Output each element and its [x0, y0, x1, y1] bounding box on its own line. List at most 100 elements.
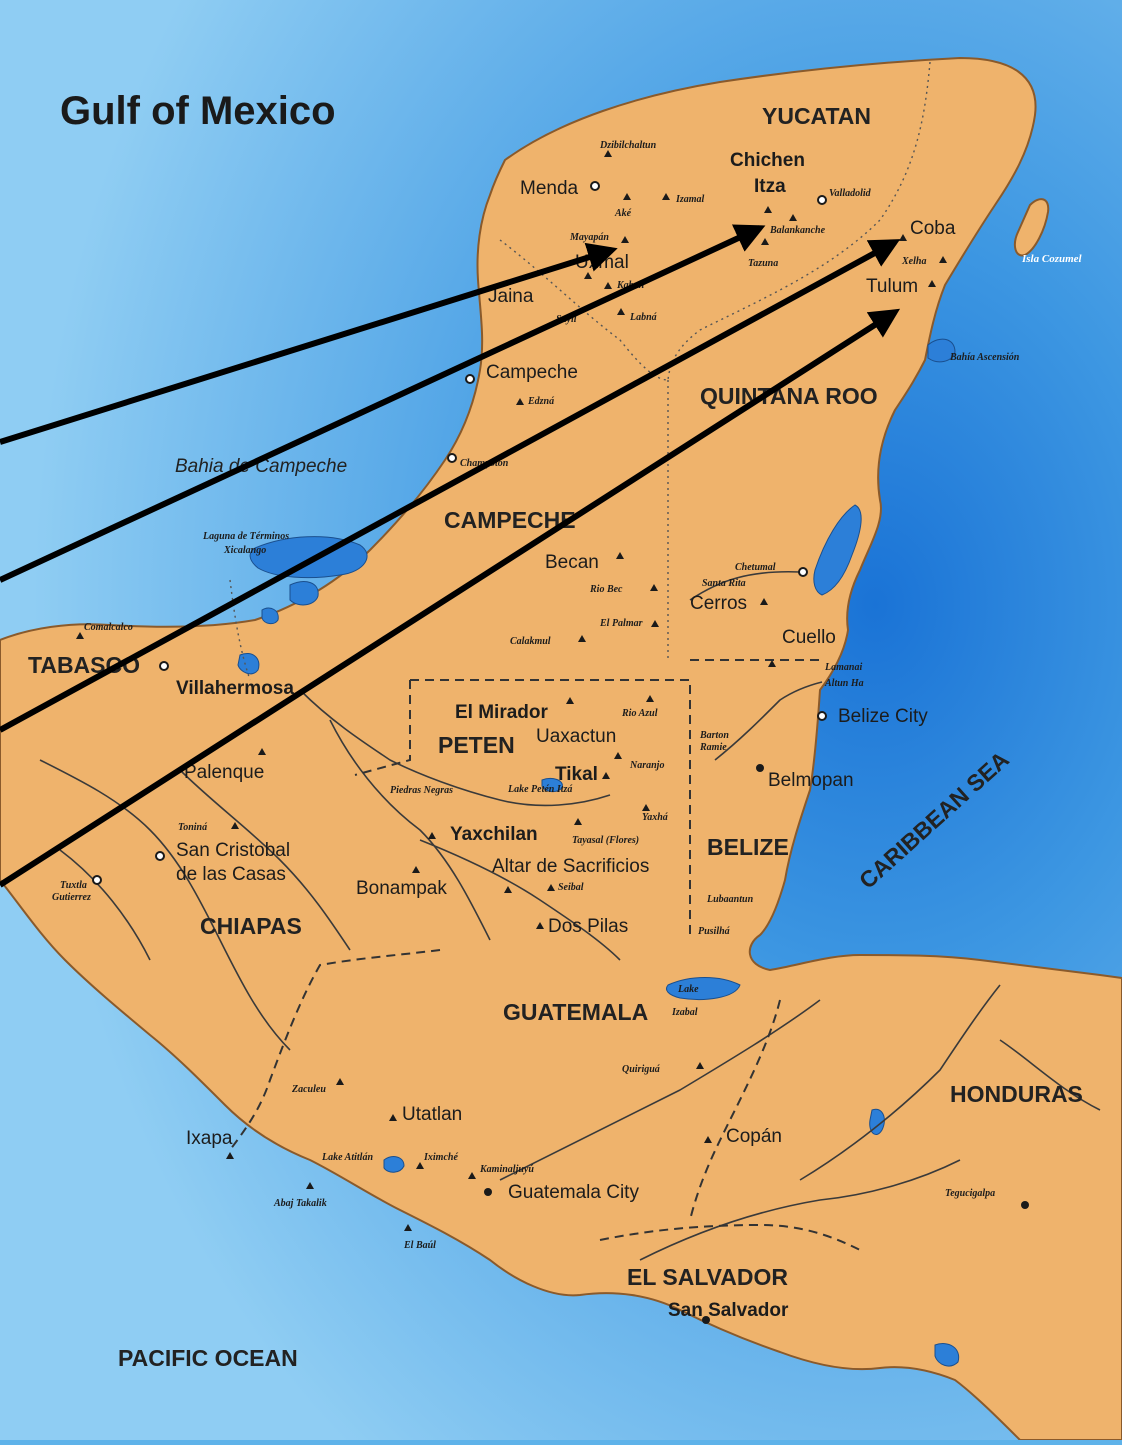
river-grijalva: [39, 759, 291, 1051]
label-el-mirador: El Mirador: [455, 702, 549, 723]
lake-3: [261, 607, 279, 625]
marker-rio-bec: [650, 584, 658, 591]
marker-champoton: [447, 453, 457, 463]
arrow-to-uxmal: [0, 242, 618, 445]
marker-izamal: [662, 193, 670, 200]
region-belize: BELIZE: [707, 834, 789, 860]
border-yucatan-quintanaroo: [667, 61, 931, 381]
label-tuxtla-1: Tuxtla: [60, 880, 87, 891]
marker-calakmul: [578, 635, 586, 642]
label-villahermosa: Villahermosa: [176, 678, 294, 699]
label-chetumal: Chetumal: [735, 562, 776, 573]
pointer-arrows: [0, 224, 901, 888]
marker-iximche: [416, 1162, 424, 1169]
river-belize: [714, 681, 823, 761]
border-peten: [410, 679, 691, 940]
site-markers: [76, 150, 947, 1231]
marker-bonampak: [412, 866, 420, 873]
marker-dzibilchaltun: [604, 150, 612, 157]
marker-uxmal: [584, 272, 592, 279]
label-ake: Aké: [614, 208, 632, 219]
isla-cozumel-island: [1013, 198, 1050, 257]
label-belize-city: Belize City: [838, 706, 928, 727]
label-tonina: Toniná: [178, 822, 208, 833]
marker-ake: [623, 193, 631, 200]
bahia-campeche-label: Bahia de Campeche: [175, 456, 347, 477]
label-rio-azul: Rio Azul: [621, 708, 658, 719]
region-guatemala: GUATEMALA: [503, 999, 648, 1025]
label-lamanai: Lamanai: [824, 662, 862, 673]
label-calakmul: Calakmul: [510, 636, 551, 647]
label-rio-bec: Rio Bec: [589, 584, 623, 595]
label-jaina: Jaina: [488, 286, 534, 307]
label-piedras-negras: Piedras Negras: [390, 785, 453, 796]
label-altar: Altar de Sacrificios: [492, 856, 649, 877]
lake-peten-water: [541, 777, 563, 793]
label-belmopan: Belmopan: [768, 770, 854, 791]
river-honduras-2: [999, 1039, 1101, 1111]
label-valladolid: Valladolid: [829, 188, 872, 199]
label-tuxtla-2: Gutierrez: [52, 892, 91, 903]
label-altun-ha: Altun Ha: [824, 678, 864, 689]
label-chichen: Chichen: [730, 150, 805, 171]
label-tulum: Tulum: [866, 276, 918, 297]
label-kaminaljuyu: Kaminaljuyú: [479, 1164, 534, 1175]
marker-yaxchilan: [428, 832, 436, 839]
region-chiapas: CHIAPAS: [200, 913, 302, 939]
border-guatemala-honduras: [689, 999, 781, 1221]
lake-peten-label: Lake Petén Itzá: [507, 784, 573, 795]
label-el-baul: El Baúl: [403, 1240, 436, 1251]
label-cuello: Cuello: [782, 627, 836, 648]
marker-balankanche: [789, 214, 797, 221]
marker-uaxactun: [614, 752, 622, 759]
isla-cozumel-label: Isla Cozumel: [1021, 253, 1083, 265]
label-cerros: Cerros: [690, 593, 747, 614]
label-santa-rita: Santa Rita: [702, 578, 746, 589]
gulf-fonseca: [934, 1343, 960, 1367]
border-peten-west: [354, 680, 411, 776]
marker-tuxtla: [92, 875, 102, 885]
label-itza: Itza: [754, 176, 786, 197]
marker-labna: [617, 308, 625, 315]
laguna-terminos-label: Laguna de Términos: [202, 531, 289, 542]
marker-cerros: [760, 598, 768, 605]
label-campeche: Campeche: [486, 362, 578, 383]
marker-comalcalco: [76, 632, 84, 639]
gulf-of-mexico-label: Gulf of Mexico: [60, 89, 336, 133]
label-tikal: Tikal: [555, 764, 598, 785]
label-pusilha: Pusilhá: [698, 926, 731, 937]
label-becan: Becan: [545, 552, 599, 573]
marker-tulum: [928, 280, 936, 287]
label-tazuna: Tazuna: [748, 258, 778, 269]
marker-cuello: [768, 660, 776, 667]
marker-rio-azul: [646, 695, 654, 702]
label-copan: Copán: [726, 1126, 782, 1147]
label-edzna: Edzná: [527, 396, 555, 407]
label-tegucigalpa: Tegucigalpa: [945, 1188, 995, 1199]
arrow-to-chichen-itza: [0, 224, 766, 583]
label-lubaantun: Lubaantun: [706, 894, 754, 905]
label-seibal: Seibal: [558, 882, 584, 893]
marker-copan: [704, 1136, 712, 1143]
marker-coba: [899, 234, 907, 241]
label-balankanche: Balankanche: [769, 225, 826, 236]
lake-izabal-label-1: Lake: [677, 984, 699, 995]
marker-el-baul: [404, 1224, 412, 1231]
label-yaxchilan: Yaxchilan: [450, 824, 538, 845]
label-ramie: Ramie: [699, 742, 727, 753]
marker-yaxha: [642, 804, 650, 811]
river-pasion: [419, 839, 621, 961]
label-abaj-takalik: Abaj Takalik: [273, 1198, 327, 1209]
capital-markers: [484, 764, 1029, 1324]
lake-atitlan-label: Lake Atitlán: [321, 1152, 373, 1163]
marker-tonina: [231, 822, 239, 829]
marker-seibal: [547, 884, 555, 891]
river-hondo: [689, 570, 801, 601]
marker-becan: [616, 552, 624, 559]
border-tabasco-campeche: [229, 579, 251, 681]
label-comalcalco: Comalcalco: [84, 622, 133, 633]
label-labna: Labná: [629, 312, 658, 323]
label-san-salvador: San Salvador: [668, 1300, 789, 1321]
